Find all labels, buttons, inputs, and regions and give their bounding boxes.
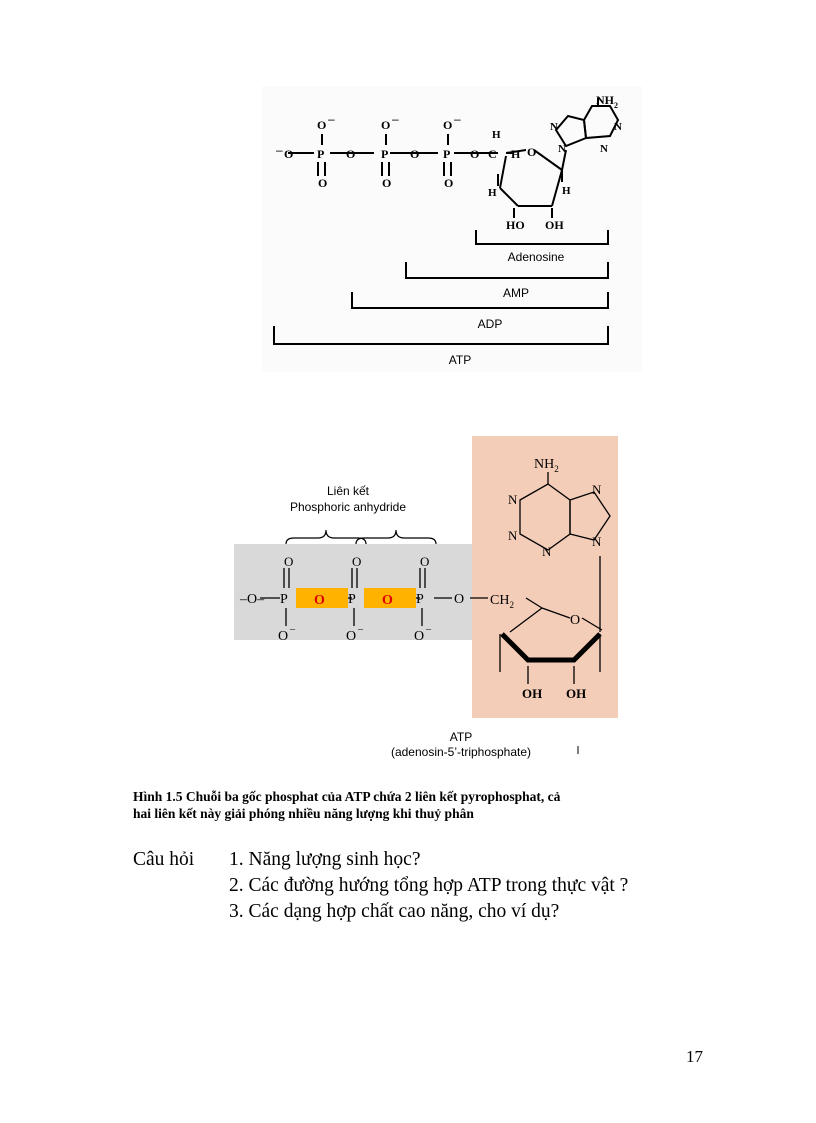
svg-text:O: O <box>420 554 429 569</box>
svg-text:OH: OH <box>545 218 564 232</box>
atp-anhydride-figure: Liên kết Phosphoric anhydride <box>234 436 618 759</box>
question-item-1: 1. Năng lượng sinh học? <box>229 849 421 870</box>
svg-text:OH: OH <box>522 686 542 701</box>
svg-text:N: N <box>508 528 518 543</box>
svg-text:O: O <box>284 554 293 569</box>
nh2-label-2: NH2 <box>534 457 559 474</box>
bond-label-line2: Phosphoric anhydride <box>290 500 406 514</box>
svg-text:O: O <box>352 554 361 569</box>
svg-text:O: O <box>570 613 580 628</box>
svg-text:O: O <box>410 147 419 161</box>
bridge-oxygen-1: O <box>314 593 325 608</box>
bridge-oxygen-2-highlight <box>364 588 416 608</box>
anhydride-braces <box>285 529 437 545</box>
svg-text:C: C <box>488 147 497 161</box>
amp-label: AMP <box>503 286 529 300</box>
svg-text:O: O <box>317 118 326 132</box>
svg-text:H: H <box>562 185 571 197</box>
svg-text:H: H <box>492 129 501 141</box>
svg-text:P: P <box>381 147 388 161</box>
svg-text:–: – <box>425 624 432 635</box>
svg-text:HO: HO <box>506 218 525 232</box>
svg-text:O: O <box>444 176 453 190</box>
svg-text:–: – <box>276 143 283 157</box>
svg-text:P: P <box>416 592 424 607</box>
ch2-label: CH2 <box>490 593 514 610</box>
svg-text:O: O <box>454 592 464 607</box>
svg-text:O: O <box>382 176 391 190</box>
adenosine-label: Adenosine <box>508 250 565 264</box>
svg-text:OH: OH <box>566 686 586 701</box>
atp-bracket <box>273 326 609 345</box>
svg-text:O: O <box>414 629 424 644</box>
svg-text:N: N <box>542 544 552 559</box>
svg-text:–O–: –O– <box>239 592 265 607</box>
figure-caption-line1: Hình 1.5 Chuỗi ba gốc phosphat của ATP c… <box>133 789 561 804</box>
nh2-label: NH2 <box>596 93 618 110</box>
figure-caption-line2: hai liên kết này giải phóng nhiều năng l… <box>133 806 474 821</box>
page-number: 17 <box>686 1047 703 1066</box>
svg-text:N: N <box>600 143 608 155</box>
svg-text:O: O <box>443 118 452 132</box>
bridge-oxygen-1-highlight <box>296 588 348 608</box>
bond-label-line1: Liên kết <box>327 484 370 498</box>
svg-text:N: N <box>614 121 622 133</box>
adp-bracket <box>351 292 609 309</box>
atp-label: ATP <box>449 353 471 367</box>
svg-text:O: O <box>318 176 327 190</box>
amp-bracket <box>405 262 609 279</box>
svg-text:N: N <box>558 143 566 155</box>
svg-text:P: P <box>348 592 356 607</box>
svg-text:O: O <box>381 118 390 132</box>
svg-text:N: N <box>592 534 602 549</box>
svg-text:P: P <box>443 147 450 161</box>
atp-caption-line2: (adenosin-5’-triphosphate) <box>391 745 531 759</box>
figure-caption: Hình 1.5 Chuỗi ba gốc phosphat của ATP c… <box>133 788 733 822</box>
question-item-3: 3. Các dạng hợp chất cao năng, cho ví dụ… <box>229 901 560 922</box>
svg-text:N: N <box>592 482 602 497</box>
svg-text:O: O <box>346 629 356 644</box>
adenosine-bracket <box>475 230 609 245</box>
adenosine-region <box>472 436 618 718</box>
questions-label: Câu hỏi <box>133 849 195 870</box>
svg-text:O: O <box>470 147 479 161</box>
atp-caption-line1: ATP <box>450 730 472 744</box>
svg-text:P: P <box>280 592 288 607</box>
svg-text:–: – <box>328 112 335 126</box>
svg-text:–: – <box>357 624 364 635</box>
svg-text:O: O <box>278 629 288 644</box>
svg-text:O: O <box>346 147 355 161</box>
svg-text:H: H <box>511 147 521 161</box>
svg-text:O: O <box>284 147 293 161</box>
svg-text:N: N <box>550 121 558 133</box>
question-item-2: 2. Các đường hướng tổng hợp ATP trong th… <box>229 875 629 896</box>
svg-text:N: N <box>508 492 518 507</box>
svg-text:H: H <box>488 187 497 199</box>
svg-text:O: O <box>527 145 536 159</box>
svg-text:P: P <box>317 147 324 161</box>
svg-text:–: – <box>392 112 399 126</box>
bridge-oxygen-2: O <box>382 593 393 608</box>
svg-text:–: – <box>454 112 461 126</box>
adp-label: ADP <box>478 317 503 331</box>
svg-text:–: – <box>289 624 296 635</box>
